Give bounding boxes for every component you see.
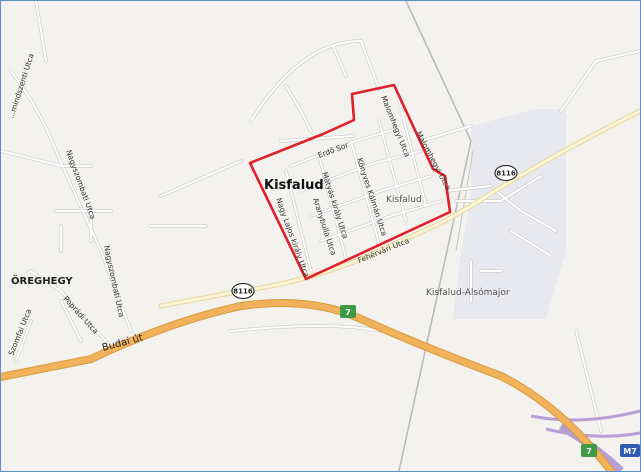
route-8116-road-fill (159, 109, 640, 308)
svg-text:M7: M7 (623, 447, 637, 456)
motorway-ramp (545, 427, 640, 438)
route-shield-8116-east[interactable]: 8116 (494, 164, 518, 182)
route-shield-7-center[interactable]: 7 (340, 305, 356, 318)
road-label-budai-ut: Budai út (101, 331, 145, 353)
route-7-road-fill (1, 300, 614, 471)
village-street-grid-fill (285, 108, 442, 272)
place-label-kisfalud-alsomajor: Kisfalud-Alsómajor (426, 287, 510, 298)
street-label-erdo-sor: Erdő Sor (317, 140, 351, 160)
railway-line (398, 140, 472, 471)
railway-line (405, 1, 472, 142)
place-label-kisfalud: Kisfalud (264, 178, 324, 193)
place-label-kisfalud-inner: Kisfalud (386, 195, 422, 205)
industrial-area (453, 109, 566, 319)
svg-text:7: 7 (586, 447, 592, 456)
minor-roads-fill (1, 1, 640, 432)
street-label-nagy-lajos: Nagy Lajos király Utca (274, 197, 311, 279)
motorway-ramp (530, 409, 640, 422)
svg-text:8116: 8116 (496, 170, 516, 178)
svg-text:7: 7 (345, 308, 351, 317)
place-label-oreghegy: ÖREGHEGY (11, 273, 73, 287)
motorway-shield-m7[interactable]: M7 (620, 444, 640, 457)
street-label-nagyszombati-2: Nagyszombati Utca (102, 245, 126, 318)
street-label-mindszenti: ...mindszenti Utca (6, 52, 36, 119)
route-shield-8116-west[interactable]: 8116 (231, 282, 255, 300)
route-shield-7-south[interactable]: 7 (581, 444, 597, 457)
svg-text:8116: 8116 (233, 288, 253, 296)
village-boundary (248, 83, 452, 281)
